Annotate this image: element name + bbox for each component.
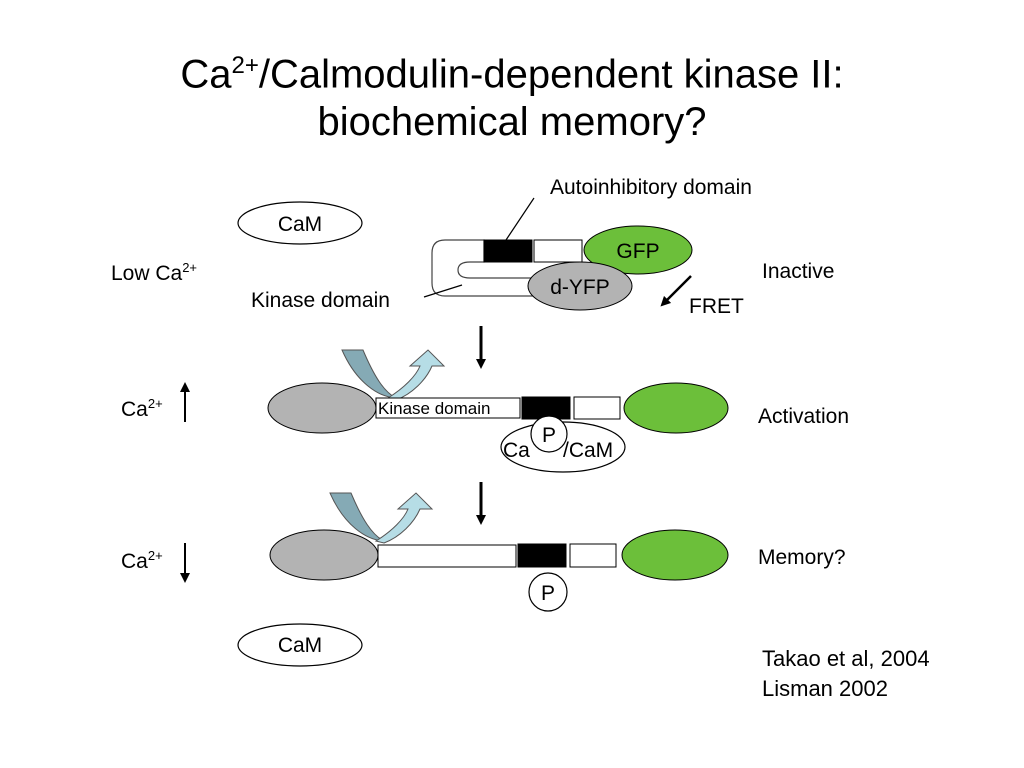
row-label-low-ca: Low Ca2+ xyxy=(111,260,197,285)
d-yfp-ellipse-active xyxy=(267,382,377,434)
state-inactive: Inactive xyxy=(762,260,834,283)
gfp-ellipse-memory xyxy=(621,529,729,581)
d-yfp-ellipse-memory xyxy=(269,529,379,581)
gfp-label: GFP xyxy=(616,240,659,263)
slide-title: Ca2+/Calmodulin-dependent kinase II: bio… xyxy=(0,42,1024,146)
gfp-ellipse-active xyxy=(623,382,729,434)
autophosphorylation-arrow-light-2 xyxy=(374,492,434,544)
phosphate-label-mid: P xyxy=(542,424,556,447)
d-yfp-label: d-YFP xyxy=(550,276,610,299)
kinase-domain-pointer-line xyxy=(423,284,463,298)
cam-label-top: CaM xyxy=(278,213,322,236)
phosphate-label-bottom: P xyxy=(541,582,555,605)
title-line-2: biochemical memory? xyxy=(317,100,707,145)
cam-ellipse-bottom xyxy=(237,623,363,667)
title-line-1: Ca2+/Calmodulin-dependent kinase II: xyxy=(0,42,1024,98)
reference-1: Takao et al, 2004 xyxy=(762,646,930,671)
title-ca-superscript: 2+ xyxy=(231,52,259,79)
autophosphorylation-arrow-light-1 xyxy=(386,349,446,401)
fret-label: FRET xyxy=(689,295,744,318)
title-ca: Ca xyxy=(180,52,232,97)
references: Takao et al, 2004 Lisman 2002 xyxy=(762,644,930,704)
linker-block-active xyxy=(573,396,621,420)
phosphate-circle-bottom xyxy=(528,572,568,612)
cam-label-bottom: CaM xyxy=(278,634,322,657)
kinase-domain-label: Kinase domain xyxy=(251,289,390,312)
cam-ellipse-top xyxy=(237,201,363,245)
linker-block-memory xyxy=(569,543,617,568)
reference-2: Lisman 2002 xyxy=(762,676,888,701)
autoinhibitory-block-inactive xyxy=(483,239,533,263)
phosphate-circle-mid xyxy=(530,415,568,453)
ca-cam-label-cam: /CaM xyxy=(563,439,613,462)
title-rest: /Calmodulin-dependent kinase II: xyxy=(258,52,844,97)
state-memory: Memory? xyxy=(758,546,846,569)
d-yfp-ellipse xyxy=(527,261,633,311)
row-label-ca-down: Ca2+ xyxy=(121,548,163,573)
kinase-domain-box xyxy=(375,397,521,419)
linker-block-inactive xyxy=(533,239,583,263)
autoinhibitory-pointer-line xyxy=(505,197,535,241)
kinase-domain-box-memory xyxy=(377,544,517,568)
fret-arrow xyxy=(660,275,692,307)
autoinhibitory-domain-label: Autoinhibitory domain xyxy=(550,176,752,199)
ca-cam-label-ca: Ca xyxy=(503,439,530,462)
state-activation: Activation xyxy=(758,405,849,428)
gfp-ellipse xyxy=(583,225,693,275)
kinase-domain-box-label: Kinase domain xyxy=(378,399,490,418)
row-label-ca-up: Ca2+ xyxy=(121,396,163,421)
autoinhibitory-block-memory xyxy=(517,543,567,568)
